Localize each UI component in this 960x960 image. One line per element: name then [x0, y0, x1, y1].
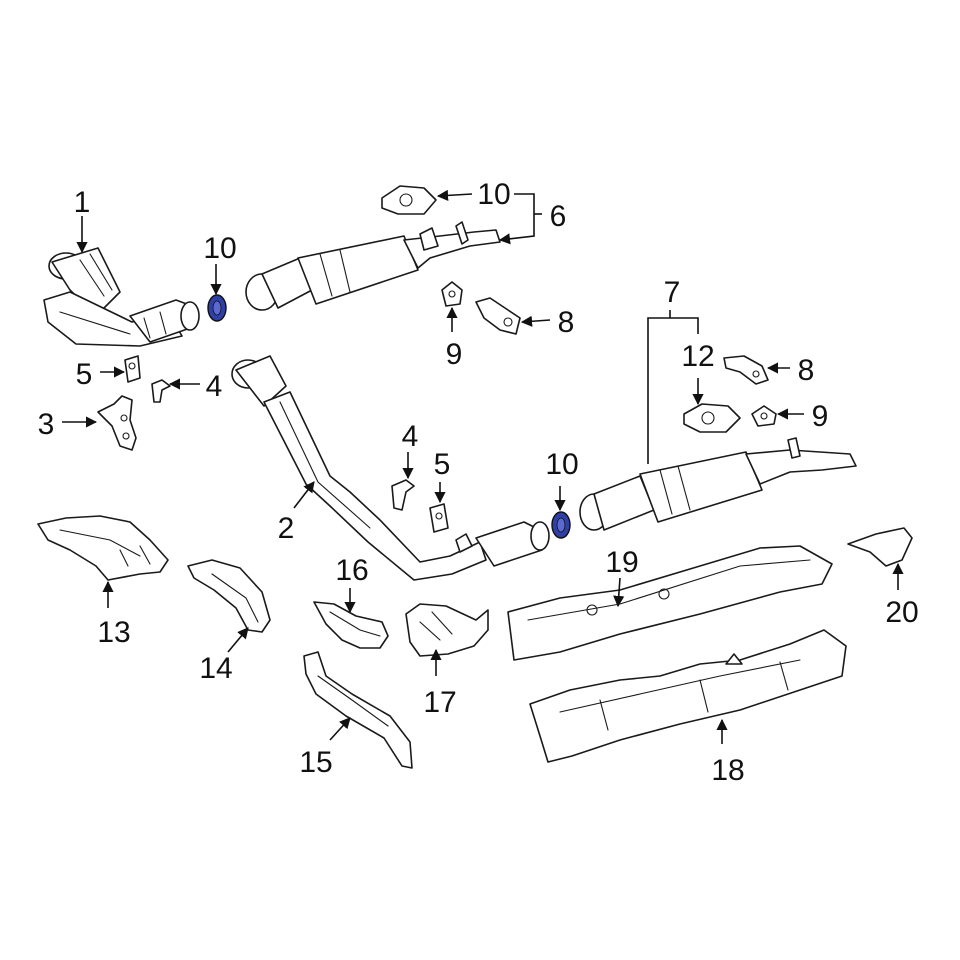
callout-7: 7	[664, 276, 681, 309]
part-15-heat-shield[interactable]	[303, 651, 413, 769]
callout-11: 10	[477, 178, 510, 211]
part-10-clamp-front[interactable]	[207, 294, 227, 322]
callout-6: 6	[550, 200, 567, 233]
callout-labels: 1 10 10 6 9 8 5 4 3 2 4 5 10 7 12 8 9 13…	[38, 178, 919, 787]
part-9-bracket-lower[interactable]	[751, 405, 777, 427]
callout-13: 13	[97, 616, 130, 649]
callout-5-left: 5	[76, 358, 93, 391]
part-19-heat-shield-long[interactable]	[507, 545, 833, 661]
part-5-isolator-left[interactable]	[124, 355, 141, 383]
part-16-heat-shield[interactable]	[313, 601, 389, 649]
callout-15: 15	[299, 746, 332, 779]
part-2-converter-pipe[interactable]	[231, 355, 550, 581]
callout-12: 12	[681, 340, 714, 373]
callout-8-lower: 8	[798, 354, 815, 387]
callout-3: 3	[38, 408, 55, 441]
callout-9-lower: 9	[812, 400, 829, 433]
callout-2: 2	[278, 512, 295, 545]
callout-17: 17	[423, 686, 456, 719]
part-4-hanger-center[interactable]	[391, 479, 415, 511]
part-14-heat-shield[interactable]	[187, 559, 271, 633]
callout-1: 1	[74, 186, 91, 219]
callout-8-upper: 8	[558, 306, 575, 339]
callout-10-front: 10	[203, 232, 236, 265]
part-4-hanger-left[interactable]	[151, 379, 171, 403]
callout-5-center: 5	[434, 448, 451, 481]
callout-19: 19	[605, 546, 638, 579]
callout-16: 16	[335, 554, 368, 587]
part-10-clamp-rear[interactable]	[551, 511, 571, 539]
callout-4-center: 4	[402, 420, 419, 453]
part-7-rear-muffler-assembly[interactable]	[579, 437, 857, 531]
part-11-hanger[interactable]	[381, 185, 437, 215]
part-8-hanger-bracket-lower[interactable]	[723, 355, 769, 385]
callout-20: 20	[885, 596, 918, 629]
callout-9-upper: 9	[446, 338, 463, 371]
callout-18: 18	[711, 754, 744, 787]
part-3-mounting-bracket[interactable]	[97, 395, 137, 451]
part-12-hanger[interactable]	[683, 403, 741, 433]
part-13-heat-shield[interactable]	[37, 515, 169, 581]
callout-10-rear: 10	[545, 448, 578, 481]
part-17-heat-shield[interactable]	[405, 603, 489, 657]
part-5-isolator-center[interactable]	[429, 503, 449, 533]
part-8-hanger-bracket-upper[interactable]	[475, 297, 521, 335]
part-18-heat-shield-long[interactable]	[529, 629, 847, 763]
part-9-bracket-upper[interactable]	[441, 281, 463, 307]
callout-4-left: 4	[206, 370, 223, 403]
part-1-catalytic-converter[interactable]	[43, 247, 200, 347]
part-6-front-muffler-assembly[interactable]	[245, 221, 501, 311]
callout-14: 14	[199, 652, 232, 685]
part-20-bracket[interactable]	[847, 527, 913, 567]
leader-lines	[62, 189, 904, 744]
